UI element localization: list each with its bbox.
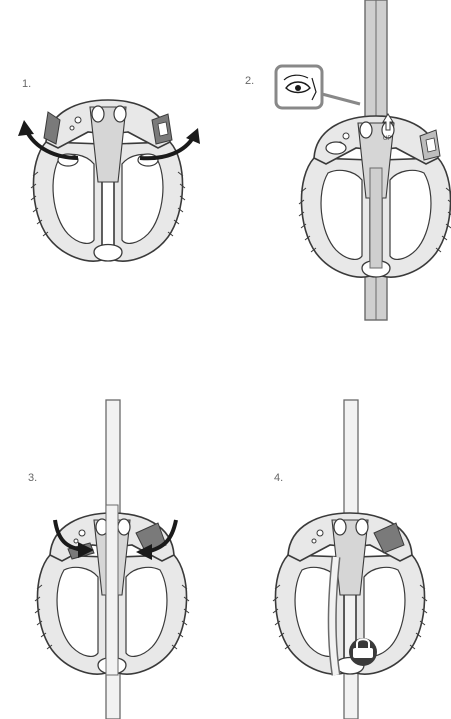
eye-inspect-icon xyxy=(276,66,360,108)
step-2-figure xyxy=(299,116,451,277)
up-label: UP xyxy=(383,136,391,142)
left-arrowhead xyxy=(18,120,34,136)
step-1-figure xyxy=(31,100,185,261)
carabiner-lock-icon xyxy=(349,638,377,666)
